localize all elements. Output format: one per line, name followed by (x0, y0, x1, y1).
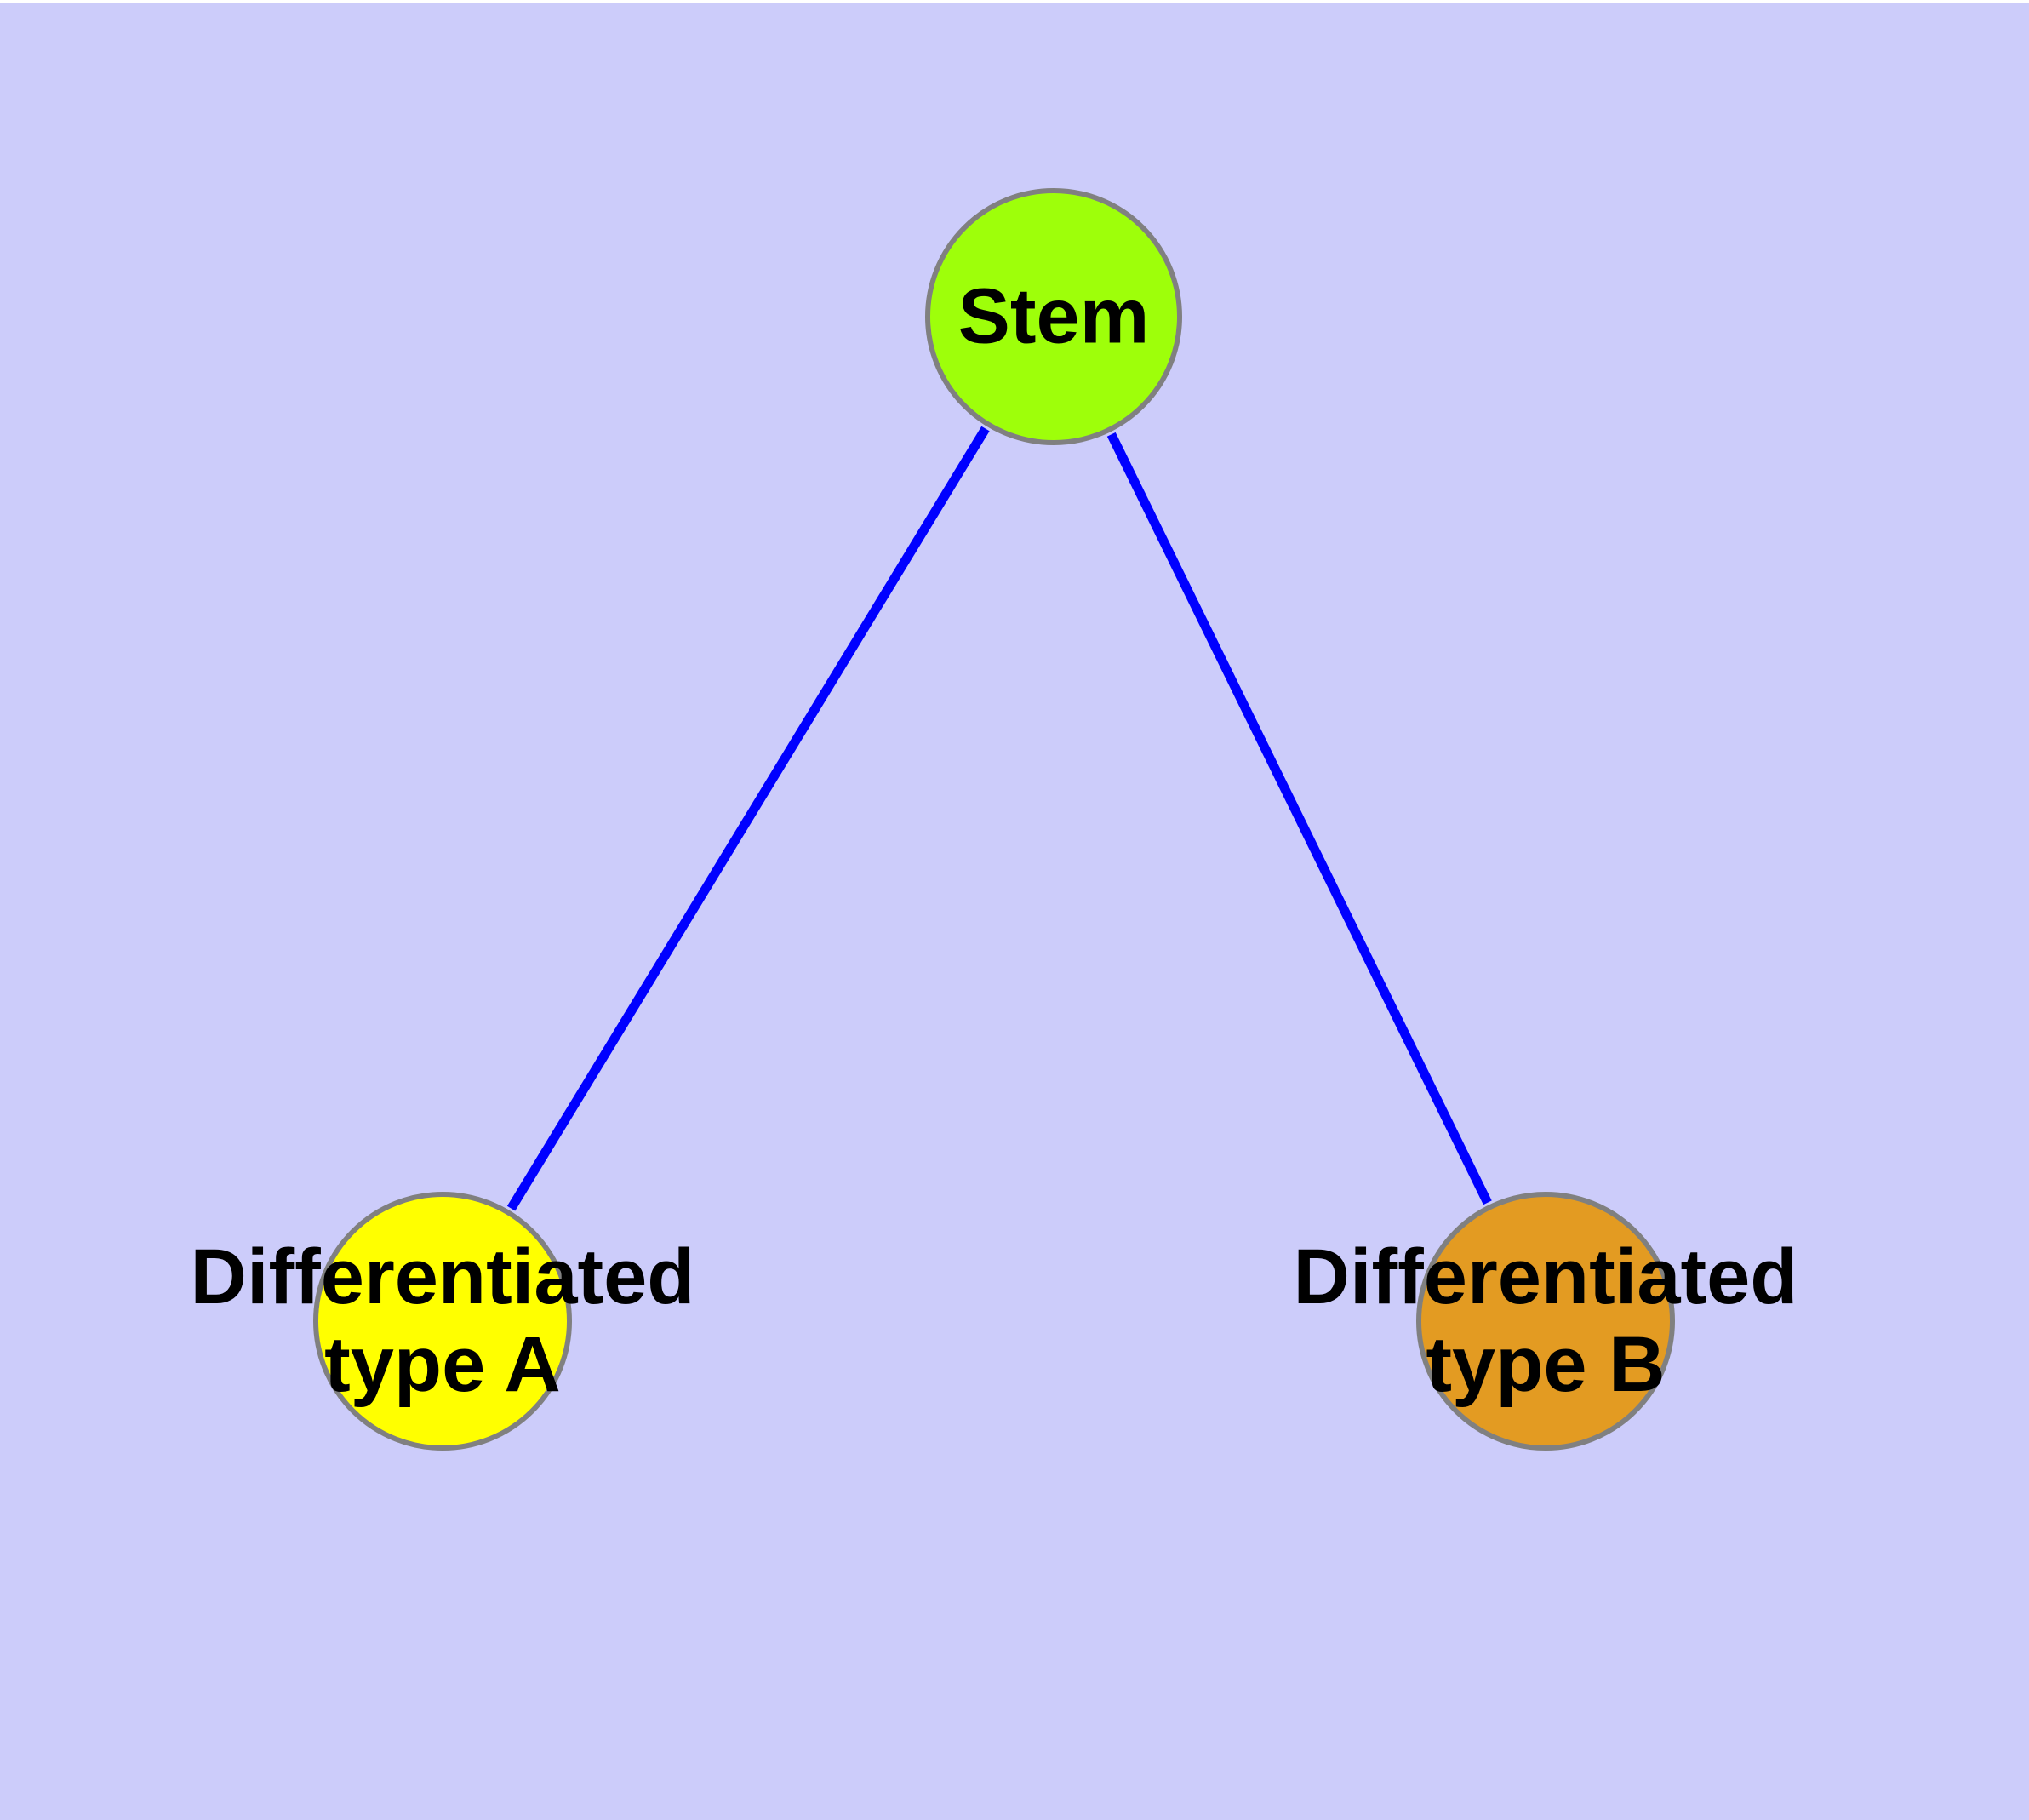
node-diff_b[interactable] (1416, 1192, 1675, 1451)
edge-stem-to-diff_a (506, 426, 990, 1211)
edges-group (506, 426, 1492, 1211)
edge-stem-to-diff_b (1106, 432, 1492, 1205)
node-stem[interactable] (925, 188, 1182, 445)
nodes-group (313, 188, 1675, 1451)
node-diff_a[interactable] (313, 1192, 572, 1451)
